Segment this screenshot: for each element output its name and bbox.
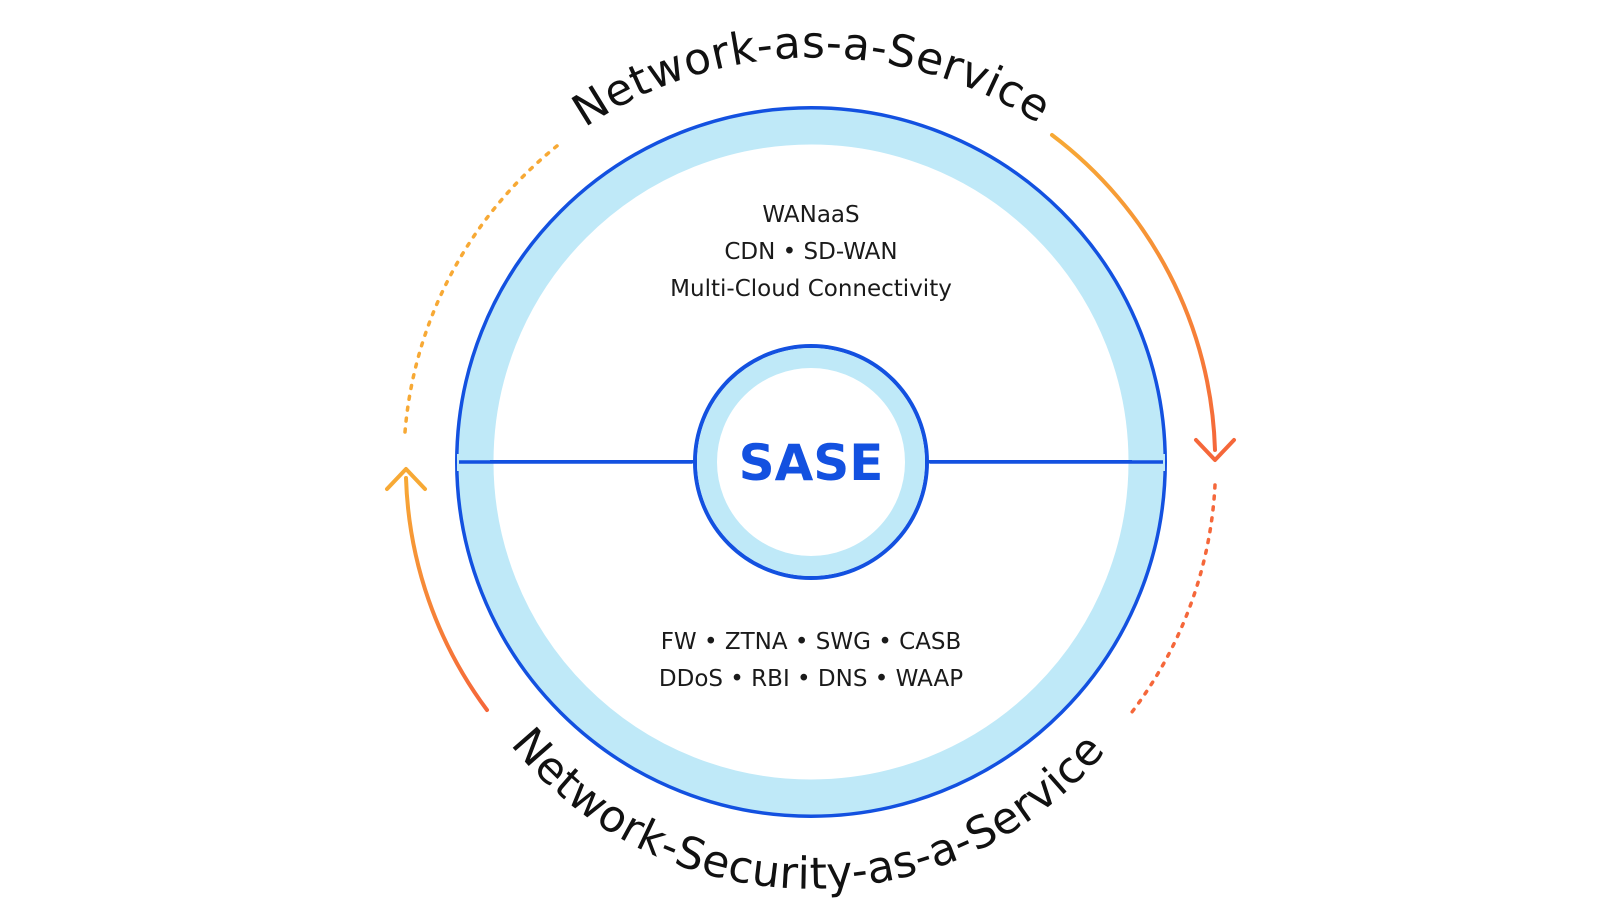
top-line-3: Multi-Cloud Connectivity xyxy=(670,276,952,302)
solid-arc-bottom-left xyxy=(404,476,489,712)
center-label: SASE xyxy=(739,434,884,492)
bottom-line-2: DDoS • RBI • DNS • WAAP xyxy=(659,666,963,692)
top-line-2: CDN • SD-WAN xyxy=(724,239,897,265)
bottom-line-1: FW • ZTNA • SWG • CASB xyxy=(661,629,962,655)
dotted-arc-top-left xyxy=(403,140,564,434)
top-half-services: WANaaS CDN • SD-WAN Multi-Cloud Connecti… xyxy=(670,202,952,302)
center-circle xyxy=(693,344,929,580)
cycle-arrows xyxy=(385,133,1236,714)
arrowhead-down-icon xyxy=(1194,438,1236,462)
bottom-half-services: FW • ZTNA • SWG • CASB DDoS • RBI • DNS … xyxy=(659,629,963,692)
arrowhead-up-icon xyxy=(385,467,427,491)
top-line-1: WANaaS xyxy=(762,202,859,228)
dotted-arc-bottom-right xyxy=(1130,483,1217,714)
solid-arc-top-right xyxy=(1050,133,1217,452)
